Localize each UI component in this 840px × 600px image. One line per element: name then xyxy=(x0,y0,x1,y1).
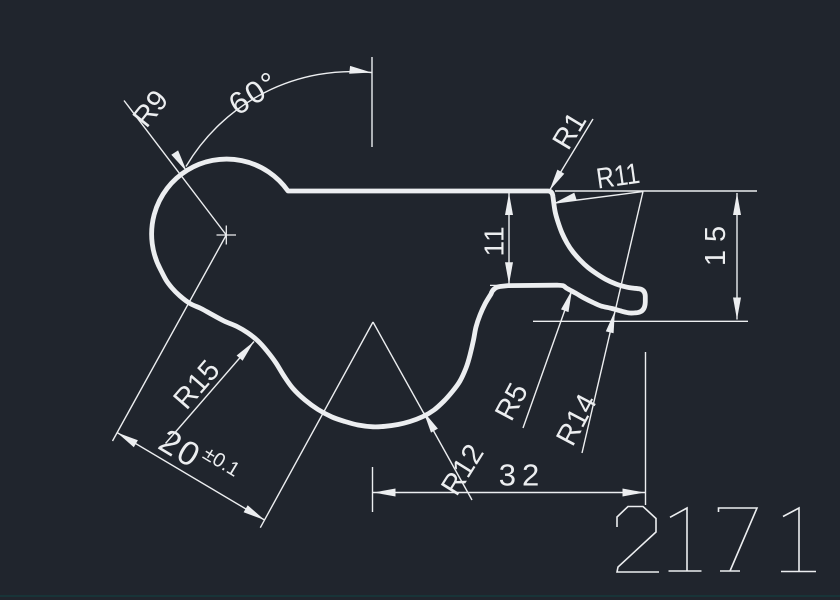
svg-text:11: 11 xyxy=(479,225,510,256)
svg-text:32: 32 xyxy=(499,458,545,493)
svg-text:R11: R11 xyxy=(594,157,641,195)
svg-text:15: 15 xyxy=(700,218,732,266)
